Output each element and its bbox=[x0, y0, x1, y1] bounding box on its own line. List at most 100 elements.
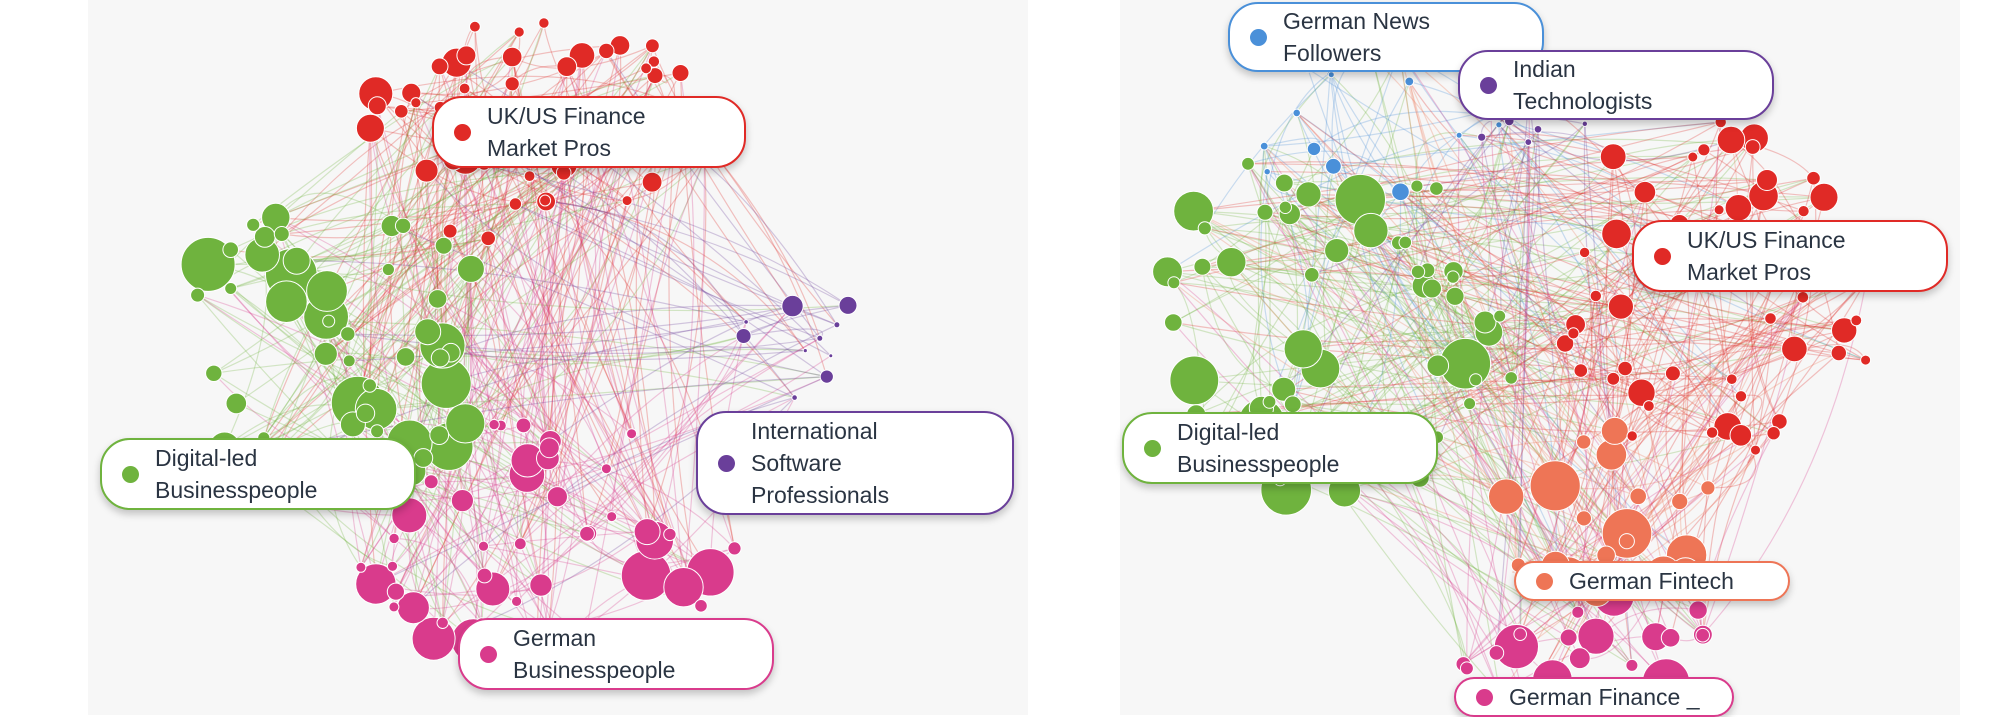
network-edge bbox=[431, 376, 828, 483]
network-node bbox=[1426, 354, 1450, 378]
network-node bbox=[355, 561, 367, 573]
network-node bbox=[434, 236, 453, 255]
network-node bbox=[1601, 218, 1632, 250]
network-edge bbox=[1731, 344, 1867, 380]
network-edge bbox=[1417, 271, 1628, 534]
network-node bbox=[641, 171, 663, 193]
cluster-dot bbox=[1144, 439, 1161, 457]
network-edge bbox=[1555, 352, 1840, 566]
network-edge bbox=[1247, 163, 1468, 669]
network-node bbox=[1493, 309, 1507, 323]
network-node bbox=[1629, 487, 1647, 506]
network-edge bbox=[622, 144, 685, 588]
network-edge bbox=[1679, 139, 1739, 502]
network-edge bbox=[405, 356, 542, 586]
cluster-dot bbox=[1476, 688, 1493, 706]
network-edge bbox=[412, 144, 624, 609]
network-edge bbox=[1566, 296, 1804, 594]
network-edge bbox=[1416, 185, 1633, 437]
network-edge bbox=[462, 355, 832, 502]
network-node bbox=[1766, 426, 1781, 441]
network-edge bbox=[529, 175, 567, 629]
network-node bbox=[410, 97, 422, 109]
network-edge bbox=[1263, 146, 1271, 402]
network-node bbox=[469, 20, 481, 33]
network-edge bbox=[1510, 129, 1539, 378]
network-edge bbox=[1247, 163, 1825, 198]
network-node bbox=[430, 57, 449, 76]
network-edge bbox=[1445, 271, 1512, 379]
network-edge bbox=[1498, 124, 1729, 427]
network-node bbox=[1688, 600, 1708, 620]
network-edge bbox=[483, 163, 628, 202]
network-edge bbox=[208, 237, 489, 266]
cluster-dot bbox=[1480, 76, 1497, 94]
network-edge bbox=[393, 124, 652, 608]
network-edge bbox=[1436, 436, 1570, 638]
network-edge bbox=[285, 31, 520, 303]
network-edge bbox=[369, 127, 656, 541]
network-edge bbox=[1641, 296, 1804, 394]
network-edge bbox=[611, 335, 745, 518]
network-edge bbox=[1555, 435, 1742, 566]
network-node bbox=[1633, 180, 1657, 204]
network-node bbox=[370, 424, 385, 439]
network-node bbox=[362, 378, 377, 393]
network-node bbox=[600, 463, 612, 475]
network-node bbox=[1567, 327, 1580, 340]
network-edge bbox=[281, 164, 565, 239]
network-edge bbox=[440, 304, 793, 359]
network-edge bbox=[492, 164, 565, 590]
network-node bbox=[1830, 344, 1848, 362]
network-edge bbox=[1415, 132, 1482, 187]
network-edge bbox=[1252, 207, 1286, 409]
network-edge bbox=[1230, 261, 1507, 498]
network-node bbox=[394, 217, 412, 235]
network-edge bbox=[586, 111, 692, 535]
network-edge bbox=[1350, 137, 1755, 442]
network-edge bbox=[1264, 113, 1477, 147]
network-edge bbox=[1371, 55, 1585, 443]
network-node bbox=[367, 96, 387, 116]
network-node bbox=[1756, 169, 1778, 191]
network-node bbox=[1744, 139, 1761, 155]
network-node bbox=[1724, 194, 1753, 222]
network-node bbox=[539, 437, 560, 459]
network-node bbox=[621, 195, 633, 207]
network-edge bbox=[492, 144, 624, 590]
network-edge bbox=[1231, 179, 1768, 263]
network-edge bbox=[1452, 275, 1866, 361]
network-node bbox=[1524, 138, 1533, 147]
network-node bbox=[423, 474, 439, 490]
network-edge bbox=[427, 158, 705, 333]
network-node bbox=[1256, 203, 1274, 221]
network-edge bbox=[263, 268, 472, 439]
network-edge bbox=[1296, 112, 1756, 451]
cluster-label-text: German Finance _ bbox=[1509, 684, 1700, 710]
network-edge bbox=[1202, 146, 1753, 268]
network-edge bbox=[450, 350, 806, 361]
network-edge bbox=[442, 335, 744, 358]
network-edge bbox=[1193, 210, 1581, 372]
cluster-dot bbox=[454, 123, 471, 141]
network-node bbox=[781, 294, 804, 318]
cluster-label-german-fintech: German Fintech bbox=[1514, 561, 1790, 601]
network-node bbox=[1173, 190, 1214, 232]
network-edge bbox=[415, 31, 521, 104]
cluster-label-text: German Fintech bbox=[1569, 568, 1734, 594]
network-edge bbox=[369, 164, 565, 386]
network-node bbox=[1259, 141, 1269, 151]
network-node bbox=[1404, 76, 1415, 87]
network-node bbox=[538, 17, 550, 29]
network-edge bbox=[281, 203, 516, 235]
network-edge bbox=[1204, 227, 1574, 334]
network-edge bbox=[1454, 156, 1694, 297]
network-node bbox=[394, 104, 409, 119]
network-edge bbox=[1508, 120, 1612, 456]
network-node bbox=[1529, 460, 1581, 512]
network-edge bbox=[1284, 138, 1753, 184]
network-node bbox=[510, 595, 523, 608]
network-edge bbox=[1516, 449, 1756, 648]
network-node bbox=[1455, 131, 1463, 139]
network-node bbox=[556, 56, 578, 77]
